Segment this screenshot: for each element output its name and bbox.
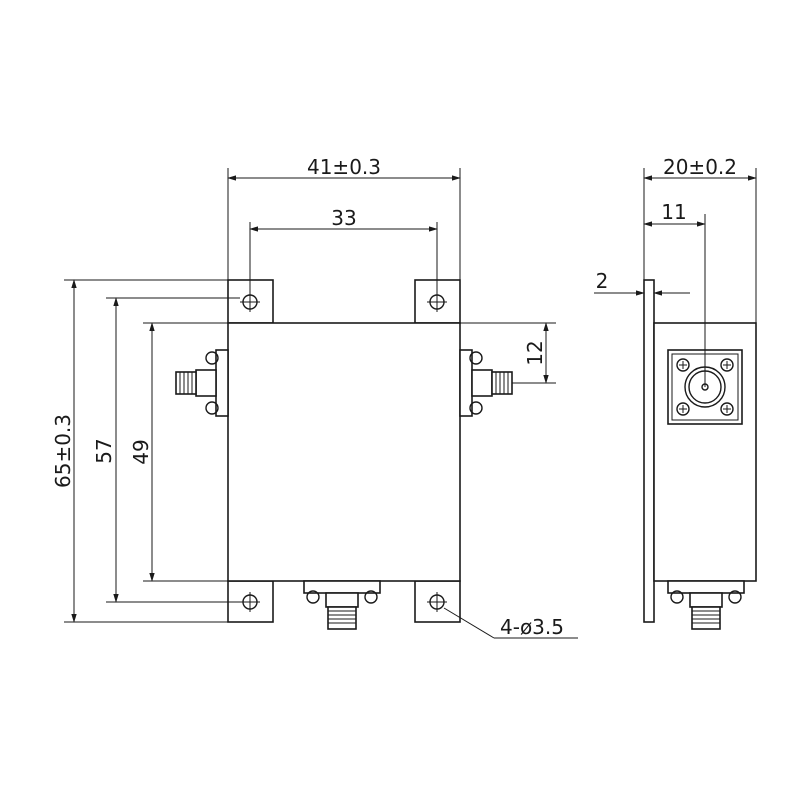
dim-body-height: 49 — [129, 322, 228, 582]
mounting-hole-top-left — [240, 292, 260, 312]
mounting-hole-bottom-right — [427, 592, 447, 612]
dim-label-65: 65±0.3 — [51, 414, 75, 488]
leader-mounting-holes: 4-ø3.5 — [443, 607, 578, 639]
dim-label-20: 20±0.2 — [663, 155, 737, 179]
mounting-hole-top-right — [427, 292, 447, 312]
dim-connector-offset: 12 — [460, 322, 556, 384]
dim-connector-position: 11 — [643, 200, 706, 387]
dim-label-41: 41±0.3 — [307, 155, 381, 179]
side-bottom-connector — [667, 580, 745, 630]
front-view: 41±0.3 33 65±0.3 57 49 — [51, 155, 578, 639]
dim-label-57: 57 — [92, 438, 116, 463]
side-view: 20±0.2 11 2 — [594, 155, 757, 630]
dim-width-overall: 41±0.3 — [227, 155, 461, 280]
dim-label-49: 49 — [129, 439, 153, 464]
dim-hole-spacing-horizontal: 33 — [249, 206, 438, 292]
dim-label-33: 33 — [331, 206, 356, 230]
main-body — [227, 322, 461, 582]
side-flange — [643, 279, 655, 623]
dim-label-12: 12 — [523, 340, 547, 365]
dim-depth-overall: 20±0.2 — [643, 155, 757, 323]
dim-flange-thickness: 2 — [594, 269, 690, 296]
mounting-hole-bottom-left — [240, 592, 260, 612]
dim-label-11: 11 — [661, 200, 686, 224]
dim-hole-spacing-vertical: 57 — [92, 297, 240, 603]
dim-label-2: 2 — [596, 269, 609, 293]
dim-label-holes: 4-ø3.5 — [500, 615, 564, 639]
left-sma-connector — [175, 349, 229, 417]
right-sma-connector — [459, 349, 513, 417]
dim-height-overall: 65±0.3 — [51, 279, 228, 623]
bottom-sma-connector — [303, 580, 381, 630]
